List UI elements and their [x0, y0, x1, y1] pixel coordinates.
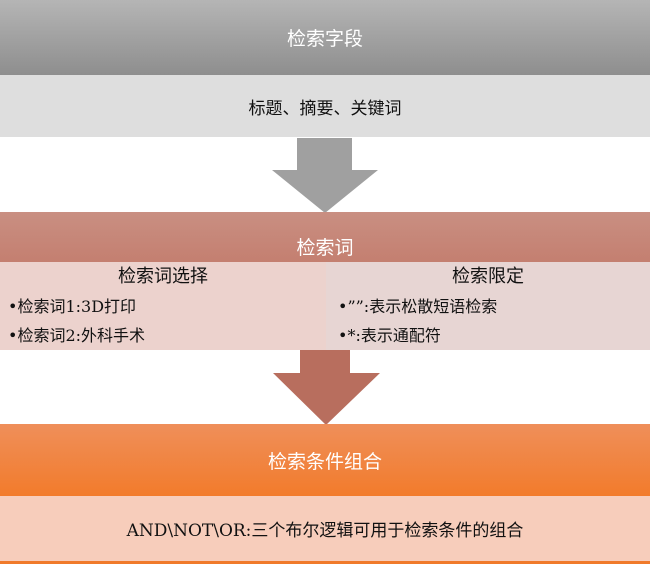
search-field-text: 标题、摘要、关键词	[248, 98, 402, 119]
list-item: •””:表示松散短语检索	[338, 297, 498, 316]
search-field-content: 标题、摘要、关键词	[0, 75, 650, 137]
search-limit-panel: 检索限定 •””:表示松散短语检索 •*:表示通配符	[326, 262, 650, 350]
search-field-header: 检索字段	[0, 0, 650, 75]
bottom-divider	[0, 561, 650, 564]
arrow-down-gray	[272, 138, 378, 213]
list-item: •检索词1:3D打印	[8, 297, 137, 316]
search-terms-title: 检索词	[296, 237, 354, 259]
search-field-title: 检索字段	[286, 28, 363, 50]
search-terms-header: 检索词	[0, 212, 650, 262]
term-selection-title: 检索词选择	[118, 266, 208, 287]
combination-header: 检索条件组合	[0, 424, 650, 496]
combination-content: AND\NOT\OR:三个布尔逻辑可用于检索条件的组合	[0, 496, 650, 561]
term-selection-panel: 检索词选择 •检索词1:3D打印 •检索词2:外科手术	[0, 262, 326, 350]
list-item: •检索词2:外科手术	[8, 326, 146, 345]
list-item: •*:表示通配符	[338, 326, 441, 345]
combination-title: 检索条件组合	[267, 450, 382, 473]
combination-text: AND\NOT\OR:三个布尔逻辑可用于检索条件的组合	[126, 521, 524, 541]
arrow-down-red	[273, 350, 380, 425]
search-limit-title: 检索限定	[452, 266, 524, 287]
